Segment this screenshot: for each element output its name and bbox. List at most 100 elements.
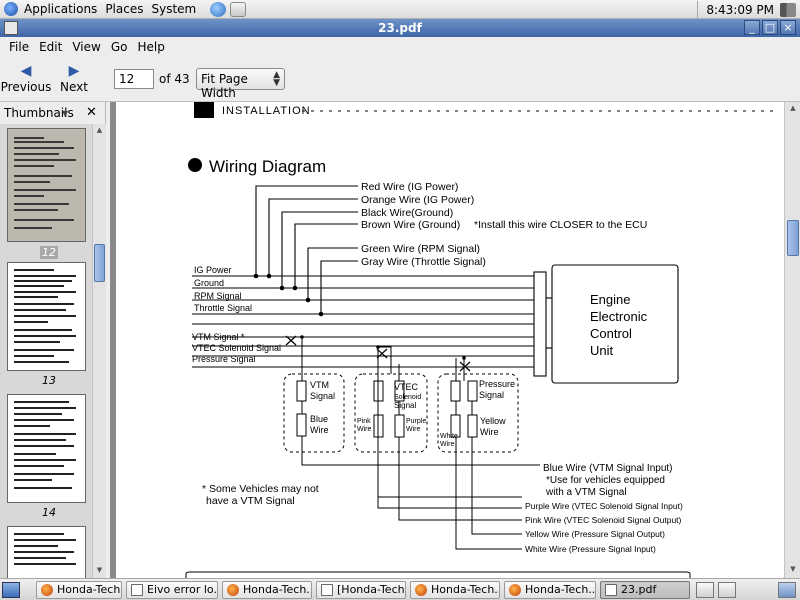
applications-menu[interactable]: Applications: [24, 2, 98, 16]
box2-right-line2: Wire: [406, 426, 420, 433]
thumbnail-page-15[interactable]: [7, 526, 86, 578]
page-number-input[interactable]: 12: [114, 69, 154, 89]
box3-top-line2: Signal: [479, 390, 504, 400]
task-eivo-error-log[interactable]: Eivo error lo...: [126, 581, 218, 599]
signal-vtec-solenoid: VTEC Solenoid Signal: [192, 343, 281, 353]
places-menu[interactable]: Places: [105, 2, 144, 16]
pdf-page: INSTALLATION Wiring Diagram Red Wire (IG…: [116, 102, 784, 578]
scroll-up-icon[interactable]: ▲: [96, 126, 103, 134]
toolbar: ◀ Previous ▶ Next: [0, 57, 800, 102]
fedora-icon[interactable]: [4, 2, 18, 16]
bottom-wire-note1: *Use for vehicles equipped: [546, 475, 665, 486]
menu-file[interactable]: File: [9, 40, 30, 54]
menu-edit[interactable]: Edit: [39, 40, 63, 54]
box3-left-line1: White: [440, 433, 458, 440]
task-pdf-viewer[interactable]: 23.pdf: [600, 581, 690, 599]
bottom-wire-purple: Purple Wire (VTEC Solenoid Signal Input): [525, 501, 683, 511]
firefox-icon: [509, 584, 521, 596]
signal-pressure: Pressure Signal: [192, 354, 256, 364]
sidebar-scroll-thumb[interactable]: [94, 244, 105, 282]
box1-bottom-line1: Blue: [310, 414, 328, 424]
panel-menus: Applications Places System: [0, 0, 206, 19]
box2-top-line3: Signal: [394, 401, 416, 410]
signal-ground: Ground: [194, 278, 224, 288]
window-titlebar[interactable]: 23.pdf _ □ ×: [0, 19, 800, 37]
menu-help[interactable]: Help: [137, 40, 165, 54]
document-scrollbar[interactable]: ▲ ▼: [784, 102, 800, 578]
minimize-button[interactable]: _: [744, 20, 760, 35]
document-scroll-thumb[interactable]: [787, 220, 799, 256]
window-title: 23.pdf: [378, 21, 422, 35]
sidebar-dropdown-icon[interactable]: ▼: [62, 109, 69, 118]
wire-label-brown: Brown Wire (Ground): [361, 219, 460, 231]
zoom-value: Fit Page Width: [201, 72, 248, 100]
task-honda-tech-4[interactable]: Honda-Tech...: [410, 581, 500, 599]
box3-top-line1: Pressure: [479, 379, 515, 389]
workspace-switcher-icon[interactable]: [778, 582, 796, 598]
vehicle-note-line2: have a VTM Signal: [206, 495, 295, 507]
signal-vtm: VTM Signal *: [192, 332, 245, 342]
box3-right-line2: Wire: [480, 427, 499, 437]
taskbar: Honda-Tech... Eivo error lo... Honda-Tec…: [0, 578, 800, 600]
web-browser-launcher-icon[interactable]: [210, 1, 227, 17]
previous-page-button[interactable]: ◀ Previous: [0, 61, 52, 99]
thumbnail-list[interactable]: 12 13 14: [0, 124, 92, 578]
box2-left-line2: Wire: [357, 426, 371, 433]
tray-icon-1[interactable]: [696, 582, 714, 598]
page-label-14: 14: [42, 506, 56, 519]
scroll-down-icon[interactable]: ▼: [96, 566, 103, 574]
zoom-select[interactable]: Fit Page Width ▲▼: [196, 68, 285, 100]
show-desktop-icon[interactable]: [2, 582, 20, 598]
close-sidebar-icon[interactable]: ✕: [86, 105, 97, 120]
task-honda-tech-1[interactable]: Honda-Tech...: [36, 581, 122, 599]
bottom-wire-note2: with a VTM Signal: [545, 487, 627, 498]
firefox-icon: [41, 584, 53, 596]
clock[interactable]: 8:43:09 PM: [706, 2, 774, 17]
sidebar: Thumbnails ▼ ✕ 12 13: [0, 102, 106, 578]
menu-go[interactable]: Go: [110, 40, 128, 54]
volume-icon[interactable]: [780, 2, 796, 17]
diagram-heading: Wiring Diagram: [209, 157, 326, 176]
box2-left-line1: Pink: [357, 418, 371, 425]
scroll-down-icon[interactable]: ▼: [790, 565, 796, 573]
close-window-button[interactable]: ×: [780, 20, 796, 35]
sidebar-title[interactable]: Thumbnails: [4, 106, 74, 120]
document-icon: [131, 584, 143, 596]
document-icon: [605, 584, 617, 596]
document-viewer[interactable]: INSTALLATION Wiring Diagram Red Wire (IG…: [110, 102, 800, 578]
next-page-button[interactable]: ▶ Next: [48, 61, 100, 99]
arrow-left-icon: ◀: [20, 63, 32, 79]
document-icon: [321, 584, 333, 596]
sidebar-scrollbar[interactable]: ▲ ▼: [92, 124, 106, 578]
task-honda-tech-2[interactable]: Honda-Tech...: [222, 581, 312, 599]
box1-bottom-line2: Wire: [310, 425, 329, 435]
task-honda-tech-3[interactable]: [Honda-Tech...: [316, 581, 406, 599]
thumbnail-page-12[interactable]: [7, 128, 86, 242]
sidebar-header: Thumbnails ▼ ✕: [0, 102, 106, 124]
page-label-13: 13: [42, 374, 56, 387]
scroll-up-icon[interactable]: ▲: [790, 104, 796, 112]
firefox-icon: [227, 584, 239, 596]
thumbnail-page-13[interactable]: [7, 262, 86, 371]
next-label: Next: [60, 80, 88, 94]
signal-ig-power: IG Power: [194, 265, 232, 275]
vehicle-note-line1: * Some Vehicles may not: [202, 483, 319, 495]
window-menu-icon[interactable]: [4, 21, 18, 35]
wire-label-gray: Gray Wire (Throttle Signal): [361, 256, 486, 268]
task-honda-tech-5[interactable]: Honda-Tech...: [504, 581, 596, 599]
menu-view[interactable]: View: [72, 40, 101, 54]
system-menu[interactable]: System: [151, 2, 197, 16]
top-panel: Applications Places System 8:43:09 PM: [0, 0, 800, 19]
bottom-wire-white: White Wire (Pressure Signal Input): [525, 544, 656, 554]
box2-top-line2: Solenoid: [394, 394, 421, 401]
page-label-12: 12: [40, 246, 58, 259]
mail-launcher-icon[interactable]: [230, 1, 247, 17]
section-header: INSTALLATION: [222, 105, 311, 117]
install-note: *Install this wire CLOSER to the ECU: [474, 219, 647, 231]
box1-top-line2: Signal: [310, 391, 335, 401]
ecu-line-1: Engine: [590, 292, 630, 307]
thumbnail-page-14[interactable]: [7, 394, 86, 503]
maximize-button[interactable]: □: [762, 20, 778, 35]
ecu-line-2: Electronic: [590, 309, 648, 324]
tray-icon-2[interactable]: [718, 582, 736, 598]
